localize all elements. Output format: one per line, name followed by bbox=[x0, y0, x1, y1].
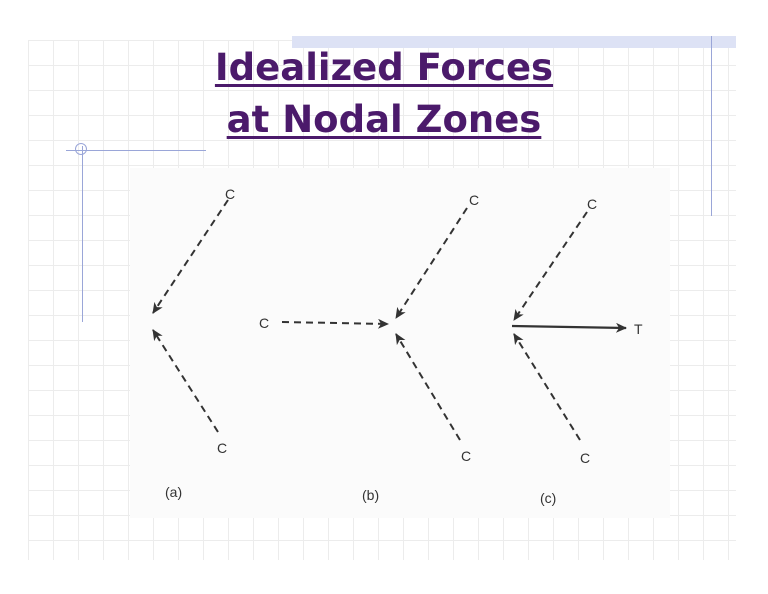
panel-caption-a: (a) bbox=[165, 484, 182, 500]
force-arrow-c-tension bbox=[511, 322, 627, 333]
decorative-vertical-line-right bbox=[711, 36, 712, 216]
force-arrow-b-left bbox=[281, 318, 389, 329]
panel-caption-b: (b) bbox=[362, 487, 379, 503]
slide-title-line-2: at Nodal Zones bbox=[226, 98, 542, 141]
force-arrow-b-upper bbox=[395, 207, 468, 319]
force-label-c-tension: T bbox=[634, 321, 643, 337]
panel-a: C C (a) bbox=[152, 186, 235, 500]
force-label-b-lower: C bbox=[461, 448, 471, 464]
force-label-a-lower: C bbox=[217, 440, 227, 456]
panel-b: C C C (b) bbox=[259, 192, 479, 503]
force-label-a-upper: C bbox=[225, 186, 235, 202]
force-arrow-b-lower bbox=[395, 333, 461, 441]
force-arrow-c-upper bbox=[513, 211, 588, 321]
decorative-circle-icon bbox=[75, 143, 87, 155]
slide-title-line-1: Idealized Forces bbox=[214, 46, 554, 89]
panel-caption-c: (c) bbox=[540, 490, 556, 506]
force-label-c-upper: C bbox=[587, 196, 597, 212]
force-arrow-c-lower bbox=[513, 333, 581, 441]
decorative-top-bar bbox=[292, 36, 736, 48]
force-arrow-a-lower bbox=[152, 329, 219, 433]
force-label-c-lower: C bbox=[580, 450, 590, 466]
decorative-vertical-line-left bbox=[82, 146, 83, 322]
force-arrow-a-upper bbox=[152, 199, 229, 314]
decorative-horizontal-line bbox=[66, 150, 206, 151]
force-label-b-upper: C bbox=[469, 192, 479, 208]
panel-c: C C T (c) bbox=[511, 196, 643, 506]
force-label-b-left: C bbox=[259, 315, 269, 331]
